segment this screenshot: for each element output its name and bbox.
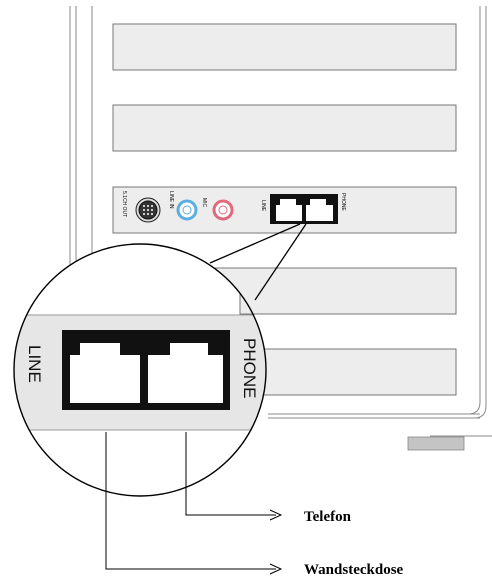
arrow-right-icon [269, 563, 283, 575]
phone-port-label-large: PHONE [240, 338, 259, 398]
rj11-port-icon[interactable] [148, 343, 223, 403]
rj11-ports-small [270, 194, 338, 224]
rj11-ports-large [62, 330, 230, 410]
expansion-slot-1 [112, 23, 457, 71]
din-connector-icon[interactable] [135, 197, 161, 223]
line-in-label: LINE IN [168, 191, 174, 209]
telefon-label: Telefon [304, 509, 352, 525]
rj11-port-icon[interactable] [70, 343, 140, 403]
mic-label: MIC [201, 198, 207, 208]
surround-out-label: 5.1CH OUT [121, 191, 127, 217]
magnifier-leader-lines [209, 223, 307, 301]
mic-jack[interactable] [212, 199, 234, 221]
rj11-port-icon[interactable] [276, 199, 302, 221]
rj11-port-icon[interactable] [306, 199, 333, 221]
case-foot [407, 436, 465, 451]
arrow-right-icon [269, 509, 283, 521]
callout-wandsteckdose [105, 432, 276, 570]
phone-port-label-small: PHONE [340, 193, 346, 211]
expansion-slot-2 [112, 104, 457, 152]
line-in-jack[interactable] [176, 199, 198, 221]
line-port-label-large: LINE [25, 345, 44, 383]
callout-telefon [185, 432, 276, 516]
wandsteckdose-label: Wandsteckdose [304, 562, 404, 578]
modem-card-panel: 5.1CH OUT LINE IN MIC LINE PHONE [112, 186, 457, 234]
zoom-circle-border [13, 243, 267, 497]
line-port-label-small: LINE [260, 200, 266, 212]
